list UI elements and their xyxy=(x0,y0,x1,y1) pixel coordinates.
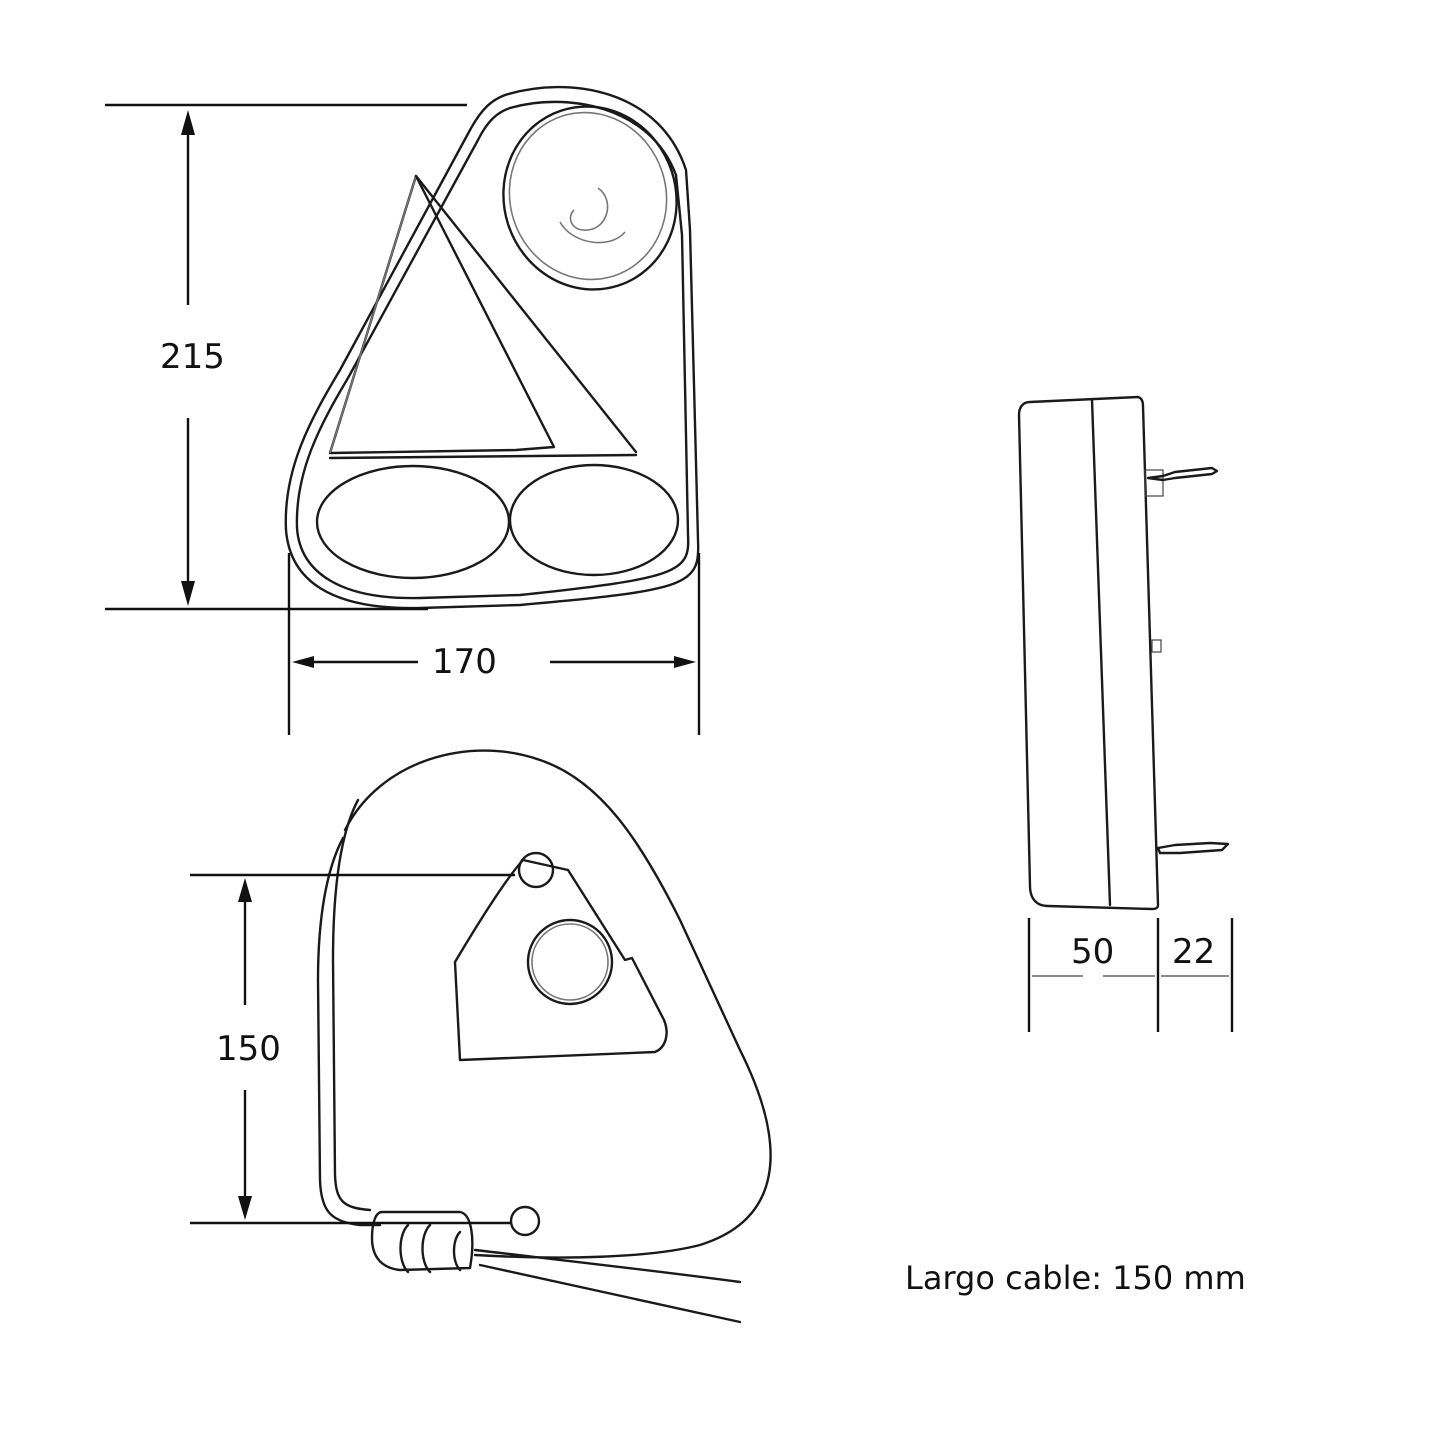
mount-spacing-label: 150 xyxy=(216,1029,281,1069)
depth-dimensions xyxy=(1027,918,1234,1032)
back-view-lamp xyxy=(316,749,772,1324)
mount-spacing-dimension-150 xyxy=(190,873,515,1225)
height-label: 215 xyxy=(160,337,225,377)
depth-label: 50 xyxy=(1071,932,1115,972)
front-view-lamp xyxy=(284,85,700,610)
width-dimension-170 xyxy=(287,553,701,735)
width-label: 170 xyxy=(432,642,497,682)
side-view-lamp xyxy=(1017,395,1230,911)
height-dimension-215 xyxy=(105,103,467,611)
pin-length-label: 22 xyxy=(1172,932,1216,972)
cable-length-caption: Largo cable: 150 mm xyxy=(905,1259,1246,1297)
